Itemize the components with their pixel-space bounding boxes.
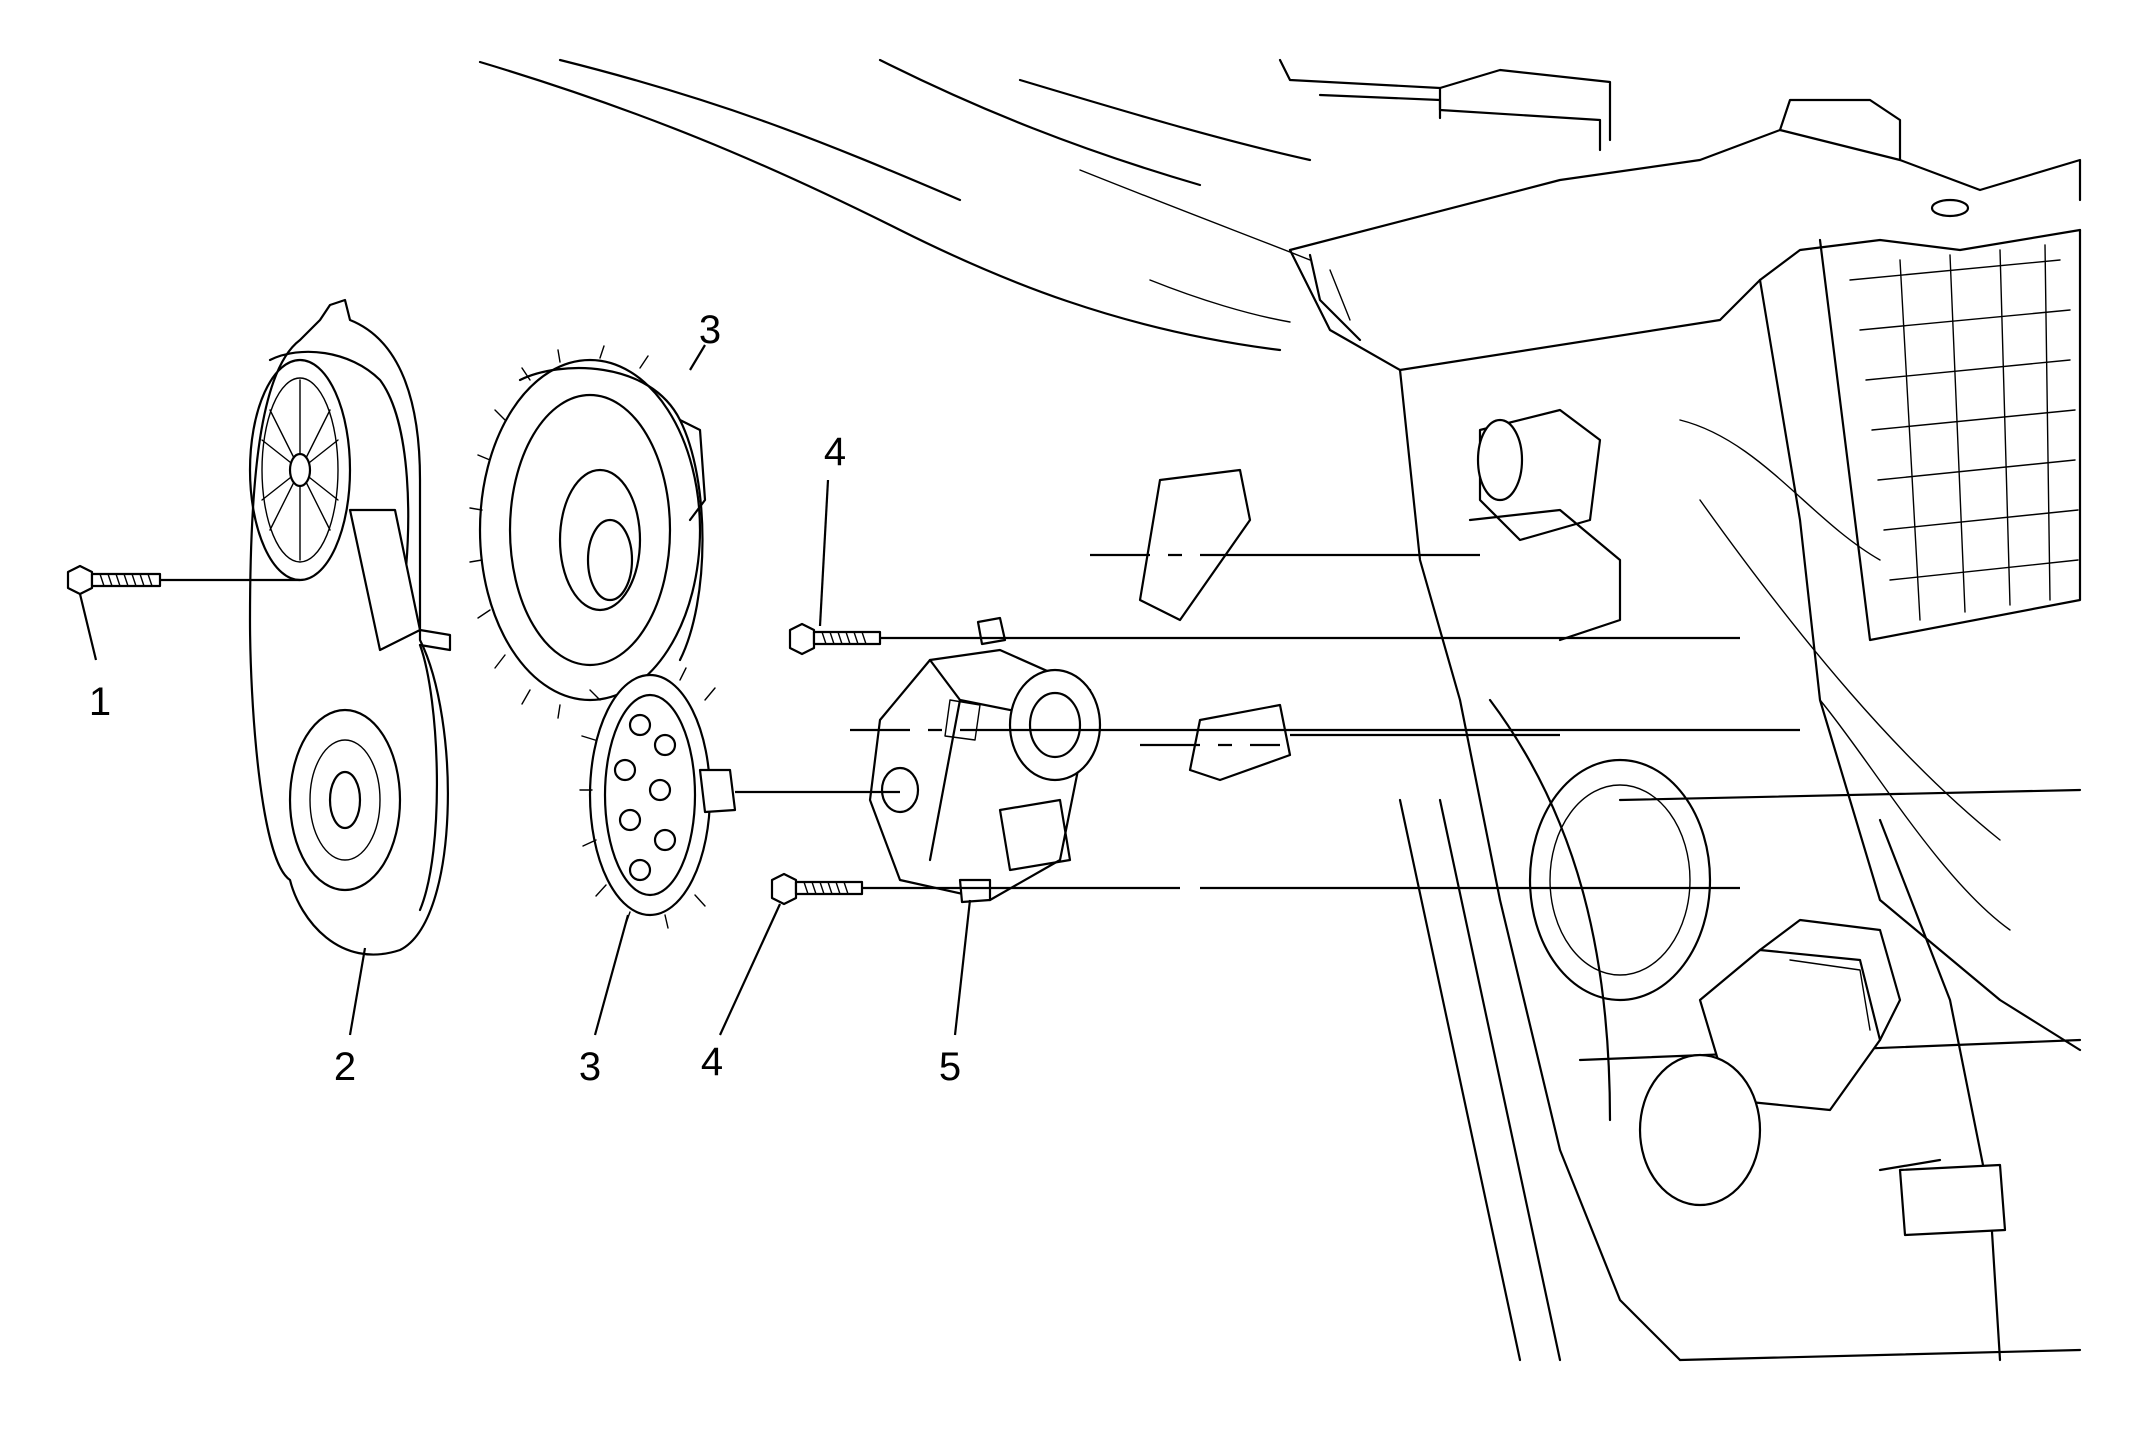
bolt-part-1 (66, 564, 162, 596)
callout-labels: 1 2 3 3 4 4 5 (89, 308, 961, 1089)
callout-label-3-large-gear: 3 (699, 308, 721, 352)
hvac-housing-assembly (478, 58, 2082, 1362)
large-gear-part-3 (469, 345, 707, 719)
callout-label-5: 5 (939, 1045, 961, 1089)
callout-label-4-lower: 4 (701, 1040, 723, 1084)
callout-leaders (78, 344, 972, 1036)
alignment-lines (160, 553, 1800, 890)
callout-label-3-small-gear: 3 (579, 1045, 601, 1089)
actuator-part-5 (868, 616, 1102, 904)
callout-label-4-upper: 4 (824, 430, 846, 474)
callout-label-2: 2 (334, 1045, 356, 1089)
bolt-part-4-lower (770, 872, 864, 906)
cover-part-2 (248, 298, 452, 956)
bolt-part-4-upper (788, 622, 882, 656)
callout-label-1: 1 (89, 680, 111, 724)
small-gear-part-3 (579, 667, 737, 929)
